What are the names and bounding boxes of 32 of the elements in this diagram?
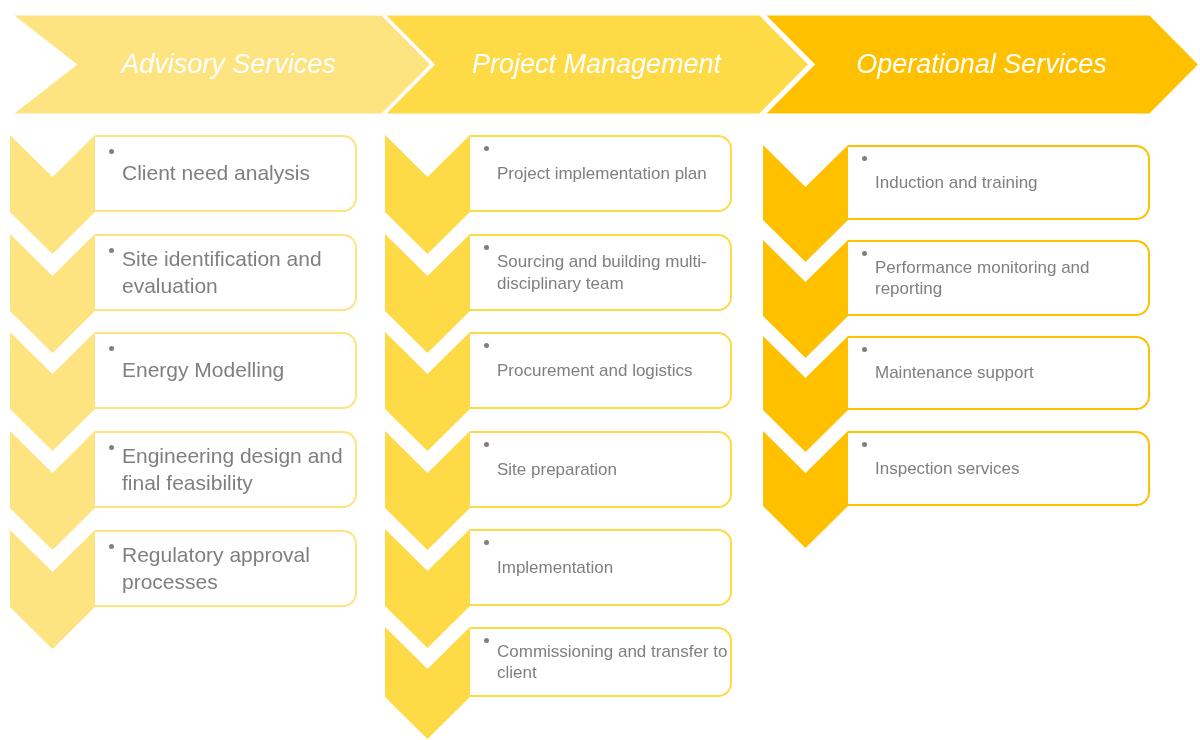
task-text: Implementation: [497, 556, 614, 579]
task-box: [848, 431, 1150, 506]
task-text: Inspection services: [875, 457, 1020, 480]
task-text: Maintenance support: [875, 362, 1034, 384]
task-text: Induction and training: [875, 171, 1038, 194]
stage-title: Advisory Services: [121, 49, 336, 80]
task-text: Performance monitoring and reporting: [875, 256, 1091, 300]
task-box: [470, 431, 732, 508]
task-text: Site preparation: [497, 458, 618, 481]
task-box: [95, 431, 357, 508]
task-box: [470, 332, 732, 409]
task-box: [95, 332, 357, 409]
task-text: Site identification and evaluation: [122, 246, 323, 299]
task-box: [470, 627, 732, 697]
task-box: [95, 530, 357, 607]
task-box: [470, 234, 732, 311]
task-box: [95, 135, 357, 212]
task-box: [470, 529, 732, 606]
task-text: Project implementation plan: [497, 162, 707, 185]
task-box: [95, 234, 357, 311]
task-box: [848, 336, 1150, 410]
task-text: Energy Modelling: [122, 357, 285, 384]
task-text: Procurement and logistics: [497, 359, 693, 382]
task-box: [848, 145, 1150, 220]
task-box: [470, 135, 732, 212]
task-text: Client need analysis: [122, 160, 310, 187]
stage-title: Operational Services: [856, 49, 1107, 80]
task-box: [848, 240, 1150, 316]
task-text: Engineering design and final feasibility: [122, 443, 344, 496]
task-text: Commissioning and transfer to client: [497, 640, 729, 684]
task-text: Regulatory approval processes: [122, 542, 311, 595]
task-text: Sourcing and building multi-disciplinary team: [497, 251, 708, 294]
